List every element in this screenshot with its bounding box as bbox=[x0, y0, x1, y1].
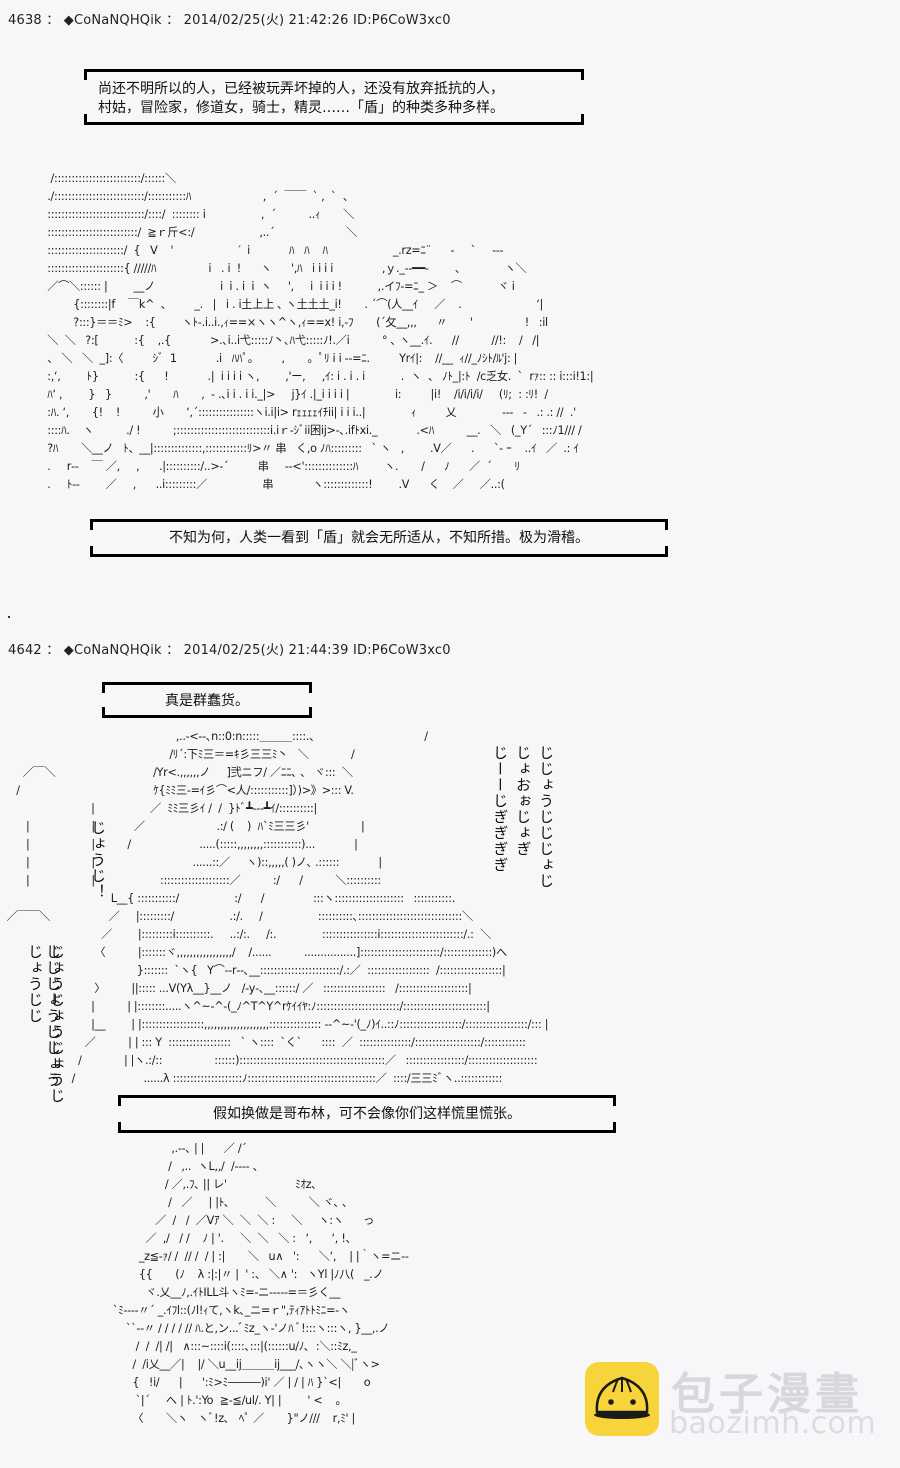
watermark-url: baozimh.com bbox=[669, 1406, 877, 1441]
post-header: 4638 ： ◆CoNaNQHQik ： 2014/02/25(火) 21:42… bbox=[8, 13, 451, 28]
aa-line: | | |::::::::.....ヽ^~‐^‐(_ﾉ^T^Y^rｹｲｲﾔ:ﾉ:… bbox=[0, 1000, 490, 1013]
aa-line: `ﾐ‐‐‐‐〃´ _.ｲﾌl::(ﾉl!ｨて,ヽk､_ニ=ｒ",ﾃｨｱﾄﾄﾐﾆ=… bbox=[90, 1304, 350, 1317]
aa-line: 〈 |:::::::ヾ,,,,,,,,,,,,,,,,,/ /...... ..… bbox=[0, 946, 507, 959]
sfx-vertical-text: じょうじょうじょうじ bbox=[48, 944, 66, 1104]
aa-line: ／ | | ::: Y :::::::::::::::::: ` ヽ:::: `… bbox=[0, 1036, 526, 1049]
aa-line: ::::::::::::::::::::::/ { V ' ′ i ﾊ ﾊ ﾊ … bbox=[44, 244, 504, 257]
aa-line: ::::::::::::::::::::::{ /////ﾊ i . i ! ヽ… bbox=[44, 262, 527, 275]
aa-line: ヾ.乂__ﾉ,.ｲﾄILL斗ヽﾐ=‐ニ‐‐‐‐‐=＝彡く__ bbox=[90, 1286, 341, 1299]
aa-line: / /i乂__／| |/ ＼u__ij＿＿＿ij___/､ヽヽ＼ ＼|ﾞヽ> bbox=[90, 1358, 380, 1371]
aa-line: ／⌒＼:::::: | __ノ i i . i i ヽ ', i i i i !… bbox=[44, 280, 515, 293]
aa-line: ／ / / ／Vｱ ＼ ＼ ＼ : ＼ ヽ:ヽ っ bbox=[90, 1214, 375, 1227]
aa-line: ``‐‐〃 / / / / // ﾊ.と,ン...ﾞﾐz_ヽ‐'ノﾊ ﾞ!:::… bbox=[90, 1322, 390, 1335]
aa-line: 〉 ||::::: ...V(Yλ__}__ノ /‐y‐､__::::::/ ／… bbox=[0, 982, 472, 995]
caption-line: 尚还不明所以的人，已经被玩弄坏掉的人，还没有放弃抵抗的人， bbox=[98, 81, 504, 97]
sfx-vertical-text: じーーじぎぎぎぎ bbox=[491, 745, 509, 873]
separator-dot bbox=[8, 616, 10, 618]
bun-mascot-icon bbox=[585, 1362, 659, 1436]
aa-line: . r‐‐ ￣ ／, , .|::::::::::/..>‐´ 串 ‐‐<'::… bbox=[44, 460, 520, 473]
aa-line: | | / .....(:::::,,,,,,,,:::::::::::)...… bbox=[0, 838, 358, 851]
aa-line: |__ | |::::::::::::::::::,,,,,,,,,,,,,,,… bbox=[0, 1018, 549, 1031]
aa-line: / ／,.ﾌ､ || レ' ﾐｵz､ bbox=[90, 1178, 317, 1191]
aa-line: :,‘, ﾄ} :{ ! .| i i i i ヽ, ,'ー, ,ｲ: i . … bbox=[44, 370, 594, 383]
aa-line: L__{ :::::::::::/ :/ / :::ヽ:::::::::::::… bbox=[0, 892, 456, 905]
aa-line: ／￣￣＼ ／ |:::::::::/ .:/. / ::::::::::､:::… bbox=[0, 910, 474, 923]
aa-line: 〈 ＼ヽ ヽﾞ!z､ ﾍﾟ ／ }"ノ/// r,ﾐ' | bbox=[90, 1412, 356, 1425]
caption-box: 尚还不明所以的人，已经被玩弄坏掉的人，还没有放弃抵抗的人， 村姑，冒险家，修道女… bbox=[84, 69, 584, 125]
sfx-vertical-text: じょおぉじょぎ bbox=[514, 745, 532, 857]
watermark: 包子漫畫 baozimh.com bbox=[585, 1362, 885, 1441]
aa-line: { !i/ | ':ﾐ>ﾐ―――)i' ／ | / | ﾊ }`<| o bbox=[90, 1376, 371, 1389]
aa-line: / / /| /| ∧:::~::::i(::::､:::|(::::::u/ﾉ… bbox=[90, 1340, 357, 1353]
aa-line: ﾊ‘ , } } ,' ﾊ , ‐ .､i i . i i._|> j}ｲ .|… bbox=[44, 388, 548, 401]
aa-line: :ﾊ. ‘, {! ! 小 ‘,´::::::::::::::::ヽi.i|i>… bbox=[44, 406, 576, 419]
aa-line: _z≦‐ｧ/ / // / / | :| ＼ u∧ ': ＼‘, | |｀ヽ=ニ… bbox=[90, 1250, 409, 1263]
aa-line: ／ ,/ / / ﾉ | '. ＼ ＼ ＼ : ‘, ‘, !、 bbox=[90, 1232, 357, 1245]
aa-line: ./::::::::::::::::::::::::::/:::::::::::… bbox=[44, 190, 354, 203]
aa-line: /ﾘ´:下ﾐ三＝=ｷ彡三三ﾐ丶 ＼ / bbox=[0, 748, 355, 761]
aa-line: | | ......::／ ヽ)::,,,,,( )ノ､ .:::::: | bbox=[0, 856, 382, 869]
watermark-brand: 包子漫畫 bbox=[671, 1369, 863, 1420]
aa-line: ／￣＼ /Yr<.,,,,,,ノ ]弐ニフ/ ／ﾆﾆ､ 、 ヾ::: ＼ bbox=[0, 766, 353, 779]
sfx-vertical-text: じょうじ！ bbox=[89, 820, 107, 900]
aa-line: {::::::::|f ￣k^ 、 _. | i . i土上上 ､ ヽ土土土_i… bbox=[44, 298, 543, 311]
aa-line: }::::::: `ヽ{ Y⌒‐‐r‐‐､__:::::::::::::::::… bbox=[0, 964, 506, 977]
sfx-vertical-text: じじょうじじじょじ bbox=[537, 745, 555, 889]
aa-line: / ,.. ヽL,,/ /‐‐‐‐ 、 bbox=[90, 1160, 264, 1173]
aa-line: /:::::::::::::::::::::::::/::::::＼ bbox=[44, 172, 177, 185]
post-header: 4642 ： ◆CoNaNQHQik ： 2014/02/25(火) 21:44… bbox=[8, 643, 451, 658]
aa-line: / ......λ ::::::::::::::::::::ﾉ:::::::::… bbox=[0, 1072, 503, 1085]
aa-line: . ﾄ‐‐ ／ , ..i:::::::::／ 串 ヽ:::::::::::::… bbox=[44, 478, 505, 491]
caption-line: 村姑，冒险家，修道女，骑士，精灵……「盾」的种类多种多样。 bbox=[98, 100, 504, 116]
aa-line: ,.‐‐､ | | ／ /´ bbox=[90, 1142, 247, 1155]
aa-line: ::::ﾊ. ヽ ./ ! ;:::::::::::::::::::::::::… bbox=[44, 424, 582, 437]
aa-line: | ／ ﾐﾐ三彡ｲ / / }ﾄﾞ┻‐‐‐┻ｲ/::::::::::| bbox=[0, 802, 317, 815]
aa-line: ,..‐<‐‐､n::0:n:::::＿＿＿::::.、 / bbox=[0, 730, 428, 743]
sfx-vertical-text: じじじょうじじょうじょうじじ bbox=[26, 944, 62, 1088]
aa-line: ／ |:::::::::i::::::::::. ..:/:. /:. ::::… bbox=[0, 928, 492, 941]
caption-box: 不知为何，人类一看到「盾」就会无所适从，不知所措。极为滑稽。 bbox=[90, 519, 668, 557]
caption-line: 真是群蠢货。 bbox=[165, 693, 249, 709]
aa-line: / ｹ{ﾐﾐ三‐=ｲ彡⌒<人/:::::::::::]）)>》>::: V. bbox=[0, 784, 354, 797]
caption-box: 真是群蠢货。 bbox=[102, 682, 312, 718]
caption-box: 假如换做是哥布林，可不会像你们这样慌里慌张。 bbox=[118, 1095, 616, 1133]
aa-line: | | ／ .:/ ( ) ﾊ`ﾐ三三彡' | bbox=[0, 820, 365, 833]
aa-line: / ／ | |ﾄ､ ＼ ＼ ヾ､ ､ bbox=[90, 1196, 348, 1209]
aa-line: `|´ へ | ﾄ.':Yo ≧‐≦/ul/. Y| | ' < 。 bbox=[90, 1394, 347, 1407]
aa-line: ::::::::::::::::::::::::::::/::::/ :::::… bbox=[44, 208, 355, 221]
aa-line: ?:::}＝＝ﾐ> :{ ヽﾄ‐.i..i.,ｨ==×ヽヽ^ヽ,ｨ==x! i,… bbox=[44, 316, 548, 329]
caption-line: 假如换做是哥布林，可不会像你们这样慌里慌张。 bbox=[213, 1106, 521, 1122]
aa-line: 、 ＼ ＼ _]:〈 ｼﾞ 1 .i ﾊﾊﾟ。 , 。ﾟﾘ i i ‐‐=ﾆ. … bbox=[44, 352, 518, 365]
caption-line: 不知为何，人类一看到「盾」就会无所适从，不知所措。极为滑稽。 bbox=[169, 530, 589, 546]
aa-line: / | |ヽ.:/:: ::::::):::::::::::::::::::::… bbox=[0, 1054, 538, 1067]
aa-line: ::::::::::::::::::::::::::/ ≧ｒ斤<:/ ,..´ … bbox=[44, 226, 358, 239]
aa-line: ＼ ＼ ?:[ :{ ,.{ >.､i..i弋:::::ﾉ丶､ﾊ弋:::::ﾉ!… bbox=[44, 334, 540, 347]
aa-line: ?ﾊ ＼__ノ ﾄ、__|::::::::::::::,::::::::::::… bbox=[44, 442, 579, 455]
aa-line: {{ (ﾉ λ :|:|〃 | ' :、 ＼∧ ': ヽYl |ﾉ八( _.ノ bbox=[90, 1268, 384, 1281]
aa-line: | | ::::::::::::::::::::／ :/ / ＼::::::::… bbox=[0, 874, 381, 887]
